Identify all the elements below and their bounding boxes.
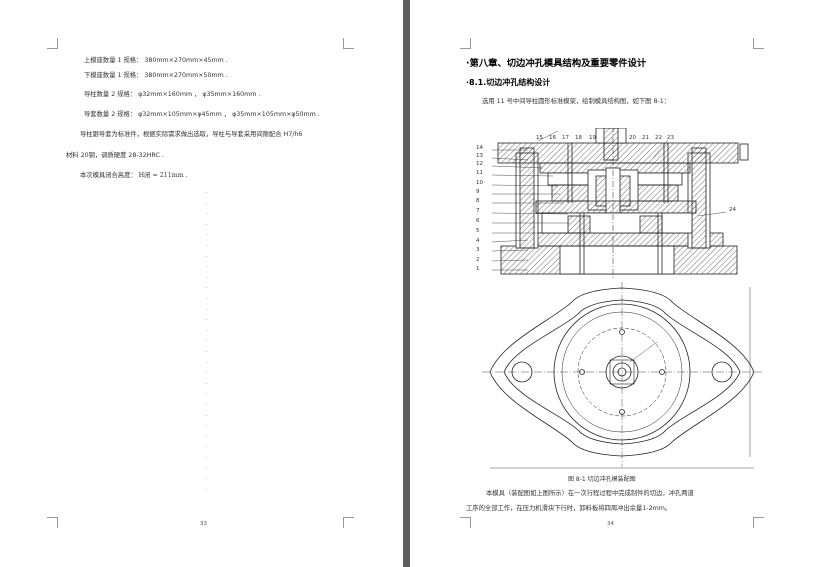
callout-22: 22 [655,135,662,141]
paragraph-mark: . [206,284,208,291]
callout-13: 13 [476,153,483,159]
callout-14: 14 [476,145,483,151]
paragraph-mark: . [206,348,208,354]
crop-mark [343,38,354,49]
die-assembly-section-view [491,128,749,278]
callout-16: 16 [549,135,556,141]
paragraph-mark: . [206,390,208,397]
callout-4: 4 [476,238,480,244]
paragraph-mark: . [206,358,208,365]
callout-2: 2 [476,257,480,263]
paragraph-mark: . [206,337,208,344]
paragraph-mark: . [206,220,208,227]
page-number: 34 [607,521,614,527]
page-gutter [403,0,410,567]
page-number: 33 [200,521,207,527]
intro-paragraph: 选用 11 号中间导柱圆形标准模架，绘制模具结构图，如下图 8-1： [482,98,671,105]
crop-mark [753,38,764,49]
figure-caption: 图 8-1 切边冲孔模装配图 [568,476,636,483]
callout-24: 24 [729,207,736,213]
callout-3: 3 [476,247,480,253]
paragraph-mark: . [206,432,208,439]
callout-12: 12 [476,161,483,167]
die-assembly-plan-view [482,282,762,469]
paragraph-mark: . [206,401,208,407]
paragraph-mark: . [206,454,208,460]
chapter-heading: ·第八章、切边冲孔模具结构及重要零件设计 [466,55,646,69]
upper-die-base-line: 上模座数量 1 规格： 380mm×270mm×45mm . [84,57,228,64]
paragraph-mark: . [206,485,208,492]
callout-20: 20 [629,135,636,141]
paragraph-mark: . [206,411,208,418]
crop-mark [753,517,764,528]
callout-1: 1 [476,266,480,272]
callout-15: 15 [536,135,543,141]
callout-11: 11 [476,170,483,176]
crop-mark [47,38,58,49]
paragraph-mark: . [206,369,208,376]
paragraph-mark: . [206,316,208,323]
closed-height-line: 本次模具闭合高度： H闭 = 211mm . [80,172,188,179]
fit-description-line: 导柱跟导套为标准件，根据实际需求做出选取，导柱与导套采用间隙配合 H7/h6 [80,131,303,138]
paragraph-mark: . [206,305,208,312]
section-bullet: · [466,78,470,87]
material-line: 材料 20钢，调质硬度 28-32HRC . [66,152,164,159]
paragraph-mark: . [206,464,208,471]
callout-18: 18 [575,135,582,141]
body-paragraph-line-1: 本模具（装配图如上图所示）在一次行程过程中完成制件的切边，冲孔两道 [486,490,694,497]
guide-pillar-line: 导柱数量 2 规格： φ32mm×160mm ， φ35mm×160mm . [84,91,261,98]
paragraph-mark: . [206,379,208,386]
callout-6: 6 [476,218,480,224]
callout-5: 5 [476,228,480,234]
body-paragraph-line-2: 工序的全部工作，在压力机滑块下行时，卸料板将四周冲出余量1-2mm。 [466,505,672,512]
crop-mark [343,517,354,528]
callout-23: 23 [667,135,674,141]
paragraph-mark: . [206,263,208,270]
paragraph-mark: . [206,475,208,482]
section-heading: ·8.1.切边冲孔结构设计 [466,77,550,88]
chapter-bullet: · [466,58,470,69]
crop-mark [47,517,58,528]
chapter-title: 第八章、切边冲孔模具结构及重要零件设计 [469,58,647,69]
crop-mark [460,517,471,528]
paragraph-mark: . [206,252,208,259]
paragraph-mark: . [206,326,208,333]
paragraph-mark: . [206,242,208,248]
lower-die-base-line: 下模座数量 1 规格： 380mm×270mm×50mm . [84,72,228,79]
document-page-right: ·第八章、切边冲孔模具结构及重要零件设计 ·8.1.切边冲孔结构设计 选用 11… [410,0,815,567]
paragraph-mark: . [206,422,208,429]
callout-17: 17 [562,135,569,141]
callout-10: 10 [476,180,483,186]
callout-19: 19 [589,135,596,141]
document-page-left: 上模座数量 1 规格： 380mm×270mm×45mm . 下模座数量 1 规… [0,0,403,567]
paragraph-mark: . [206,210,208,217]
callout-7: 7 [476,208,480,214]
crop-mark [460,38,471,49]
paragraph-mark: . [206,231,208,238]
paragraph-mark: . [206,273,208,280]
guide-bush-line: 导套数量 2 规格： φ32mm×105mm×φ45mm ， φ35mm×105… [84,111,320,118]
callout-21: 21 [642,135,649,141]
callout-8: 8 [476,198,480,204]
section-title: 8.1.切边冲孔结构设计 [469,78,551,87]
paragraph-mark: . [206,443,208,450]
callout-9: 9 [476,189,480,195]
paragraph-mark: . [206,189,208,195]
paragraph-mark: . [206,199,208,206]
paragraph-mark: . [206,295,208,301]
